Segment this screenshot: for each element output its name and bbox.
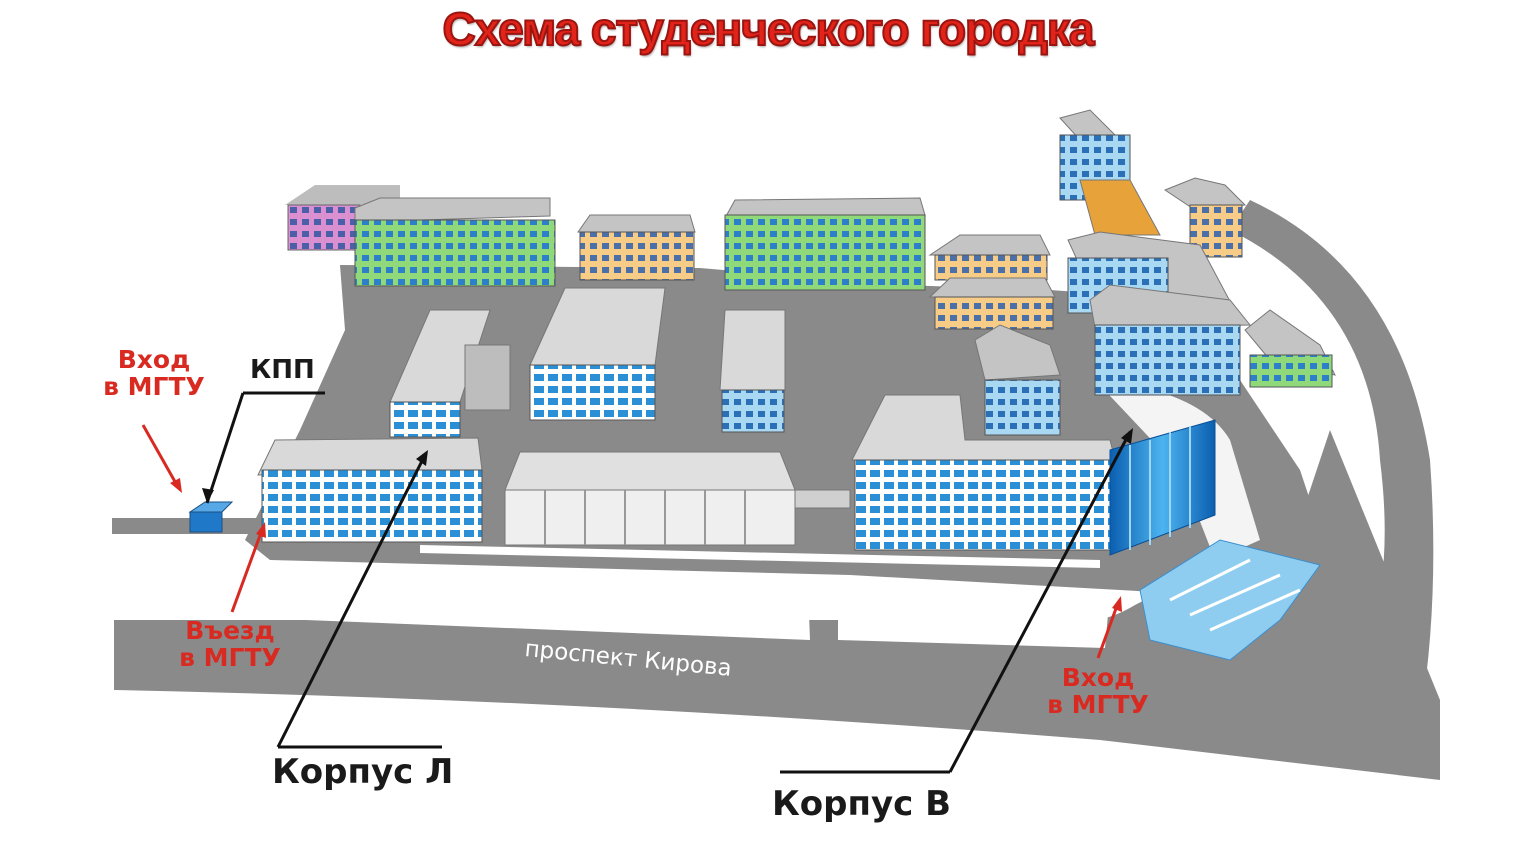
avenue-road [114, 430, 1440, 780]
strip-top [420, 545, 1100, 568]
pointer-lines [202, 391, 1133, 774]
sawtooth-building [504, 451, 851, 546]
pink-building [285, 185, 400, 251]
grey-building-left [389, 309, 511, 438]
orange-building-2 [928, 234, 1056, 330]
blue-tower [1059, 109, 1161, 236]
grey-building-mid [719, 309, 786, 433]
grey-building-center [529, 287, 666, 421]
building-v-label: Корпус В [772, 784, 952, 824]
checkpoint-label: КПП [250, 355, 315, 385]
green-building-1 [354, 197, 556, 287]
orange-building-1 [577, 214, 696, 281]
blue-building-east [1067, 231, 1252, 396]
entry-left-label: Вход в МГТУ [92, 346, 216, 400]
glass-stairs [1139, 539, 1321, 661]
lot-right [838, 588, 1110, 648]
building-l [257, 437, 483, 543]
entry-right-line2: в МГТУ [1047, 690, 1149, 719]
checkpoint-booth [188, 501, 234, 533]
building-v [851, 394, 1216, 556]
entry-right-label: Вход в МГТУ [1036, 664, 1160, 718]
grey-building-right [974, 324, 1061, 436]
entry-left-line1: Вход [117, 345, 191, 374]
building-l-label: Корпус Л [272, 752, 454, 792]
lot-left [255, 578, 810, 640]
map-title: Схема студенческого городка [442, 2, 1096, 56]
vehicle-entry-label: Въезд в МГТУ [168, 617, 292, 671]
green-house-east [1244, 309, 1336, 388]
yard-east [1095, 380, 1260, 560]
entry-right-line1: Вход [1061, 663, 1135, 692]
green-building-2 [724, 197, 926, 291]
entry-arrows [141, 424, 1122, 659]
vehicle-entry-line2: в МГТУ [179, 643, 281, 672]
entry-left-line2: в МГТУ [103, 372, 205, 401]
east-road [1230, 200, 1434, 720]
vehicle-entry-line1: Въезд [185, 616, 275, 645]
